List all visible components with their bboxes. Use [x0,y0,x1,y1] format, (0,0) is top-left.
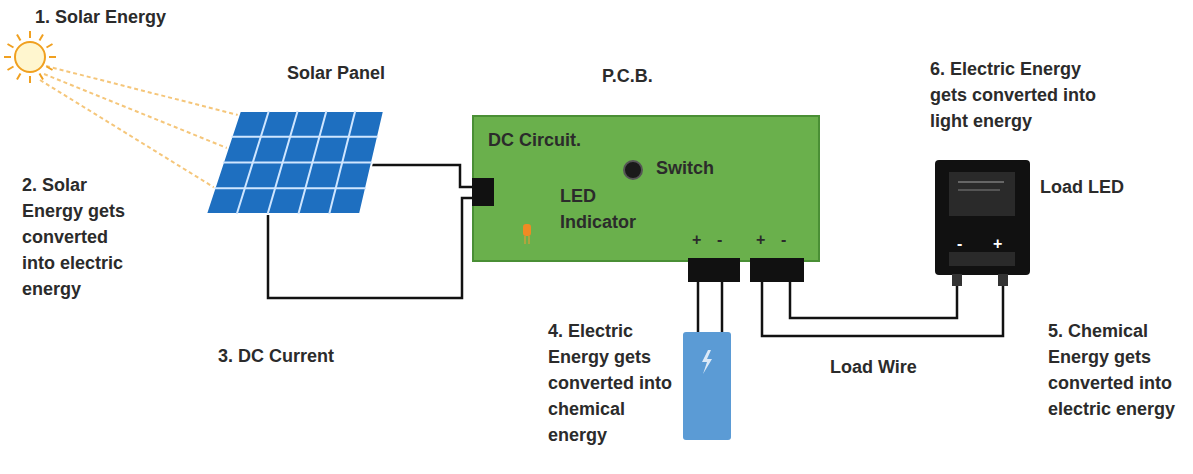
sun-rays [40,66,250,188]
load-led: 6. Electric Energy gets converted into l… [935,160,1030,275]
terminal-sign: - [957,234,962,254]
callout-text: 5. Chemical Energy gets converted into e… [1048,318,1180,422]
board-label: LED Indicator [560,183,672,235]
battery-symbol [702,350,712,374]
solar-panel: Solar Panel [205,110,385,215]
battery [683,332,731,440]
panel-outline [205,110,385,215]
board-title: P.C.B. [602,63,653,89]
sun-symbol [4,31,56,83]
battery-wire [697,282,700,334]
board-label: Switch [656,155,714,181]
callout-text: 4. Electric Energy gets converted into c… [548,318,678,448]
terminal-sign: + [993,234,1002,254]
callout-text: 3. DC Current [218,343,334,369]
callout-text: 2. Solar Energy gets converted into elec… [22,172,134,302]
wire [372,165,472,187]
panel-title: Solar Panel [287,60,385,86]
battery-wire [721,282,724,334]
terminal-sign: - [781,230,786,250]
callout-text: 1. Solar Energy [35,4,166,30]
board-label: DC Circuit. [488,127,581,153]
pcb-board: P.C.B.DC Circuit.SwitchLED Indicator [472,115,820,262]
wire [762,275,1003,336]
part-name: Load LED [1040,174,1124,200]
wire-label: Load Wire [828,354,919,380]
callout-text: 6. Electric Energy gets converted into l… [930,56,1112,134]
terminal-sign: - [717,230,722,250]
load-wire [790,282,957,318]
terminal-sign: + [756,230,765,250]
terminal-sign: + [692,230,701,250]
